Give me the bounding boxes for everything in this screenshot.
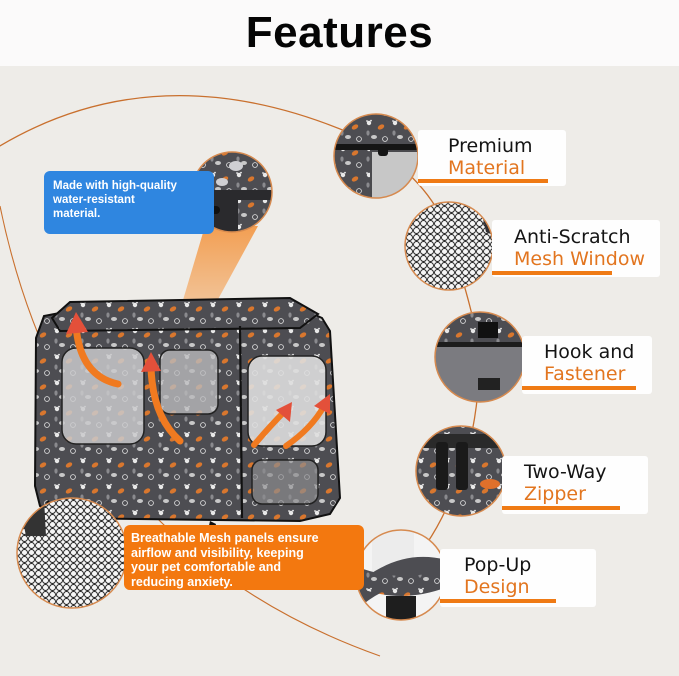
feature-underline (440, 599, 556, 603)
breathable-mesh-callout: Breathable Mesh panels ensure airflow an… (124, 525, 364, 590)
pet-crate-image (24, 296, 342, 576)
callout-line: water-resistant (53, 194, 135, 206)
water-resistant-callout: Made with high-quality water-resistant m… (44, 171, 214, 234)
header: Features (0, 0, 679, 66)
feature-hook-fastener: Hook and Fastener (522, 336, 652, 394)
callout-line: your pet comfortable and (131, 560, 282, 574)
hook-fastener-circle (434, 311, 526, 403)
feature-subtitle: Design (464, 576, 530, 598)
feature-premium-material: Premium Material (418, 130, 566, 186)
feature-underline (418, 179, 548, 183)
feature-title: Hook and (544, 341, 635, 363)
feature-title: Two-Way (524, 461, 607, 483)
mesh-window-circle (404, 201, 494, 291)
feature-subtitle: Zipper (524, 483, 586, 505)
feature-two-way-zipper: Two-Way Zipper (502, 456, 648, 514)
feature-underline (492, 271, 612, 275)
feature-underline (522, 386, 636, 390)
callout-line: material. (53, 208, 101, 220)
feature-title: Premium (448, 135, 533, 157)
feature-title: Pop-Up (464, 554, 532, 576)
feature-pop-up-design: Pop-Up Design (440, 549, 596, 607)
callout-line: reducing anxiety. (131, 574, 233, 589)
callout-line: Breathable Mesh panels ensure (131, 531, 319, 545)
page-title: Features (245, 8, 434, 57)
feature-subtitle: Mesh Window (514, 248, 645, 270)
pop-up-design-circle (355, 529, 447, 621)
two-way-zipper-circle (415, 425, 507, 517)
feature-stage: Made with high-quality water-resistant m… (0, 66, 679, 676)
callout-line: Made with high-quality (53, 180, 177, 192)
callout-line: airflow and visibility, keeping (131, 545, 304, 560)
mesh-closeup-circle (16, 497, 128, 609)
feature-anti-scratch-mesh: Anti-Scratch Mesh Window (492, 220, 660, 277)
feature-subtitle: Fastener (544, 363, 626, 385)
feature-title: Anti-Scratch (514, 226, 631, 248)
premium-material-circle (333, 113, 419, 199)
feature-subtitle: Material (448, 157, 526, 179)
feature-underline (502, 506, 620, 510)
